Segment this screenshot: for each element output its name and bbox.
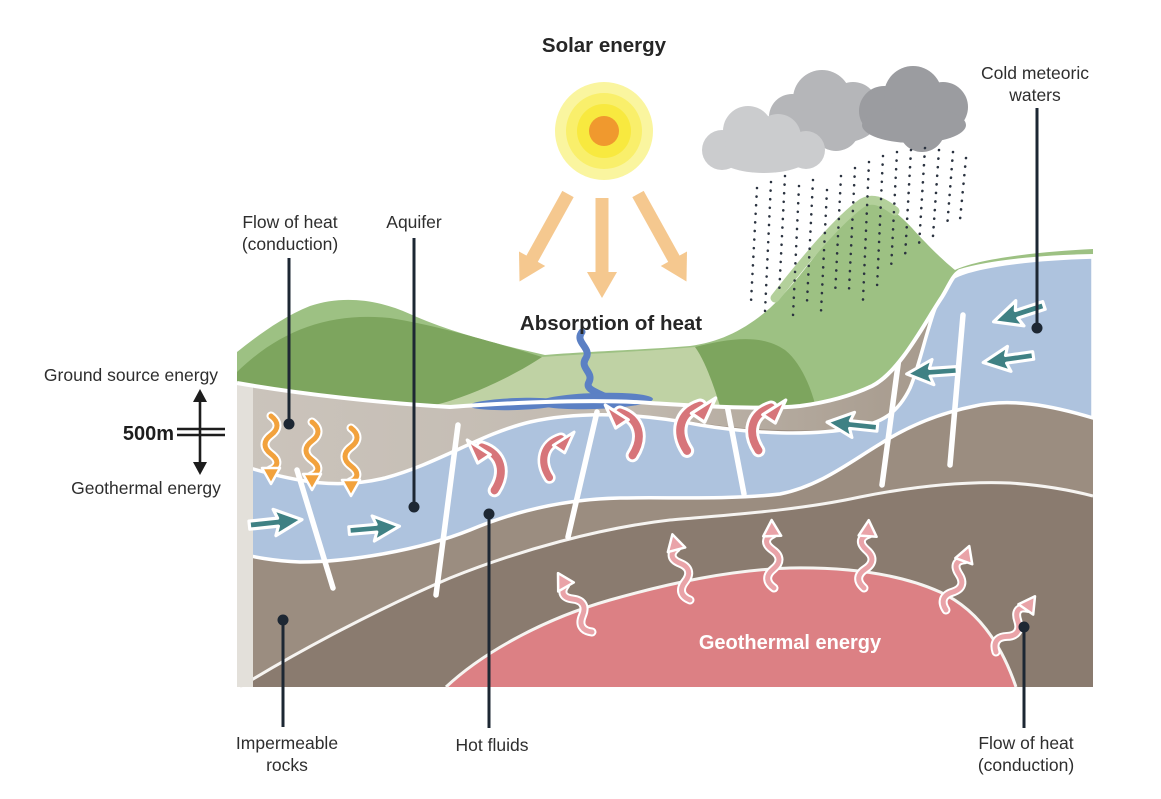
sun-ray-arrows [506, 187, 699, 298]
left-hill-slope [237, 316, 575, 406]
sun-ray-arrow-icon [587, 198, 617, 298]
label-hot-fluids: Hot fluids [456, 735, 529, 755]
label-ground-source-energy: Ground source energy [44, 365, 218, 385]
depth-scale-marker [177, 389, 225, 475]
surface-boundary-line [236, 254, 1094, 410]
label-flow-of-heat-top-1: Flow of heat [242, 212, 337, 232]
rain-dots-icon [749, 146, 968, 318]
label-aquifer: Aquifer [386, 212, 442, 232]
label-flow-of-heat-top-2: (conduction) [242, 234, 338, 254]
label-depth-500m: 500m [123, 423, 174, 445]
label-absorption-of-heat: Absorption of heat [520, 312, 702, 335]
label-impermeable-rocks-1: Impermeable [236, 733, 338, 753]
label-flow-of-heat-bottom-2: (conduction) [978, 755, 1074, 775]
label-cold-meteoric-waters-1: Cold meteoric [981, 63, 1089, 83]
valley-floor [430, 347, 720, 406]
magma-boundary-line [444, 566, 1018, 689]
leader-lines [277, 108, 1043, 728]
block-left-face [237, 378, 253, 687]
cross-section-block [235, 255, 1095, 689]
rain-cloud-icon [702, 66, 968, 173]
right-hill-shading [695, 339, 815, 406]
label-geothermal-energy-magma: Geothermal energy [699, 632, 882, 654]
sun-icon [555, 82, 653, 180]
label-geothermal-energy-left: Geothermal energy [71, 478, 221, 498]
label-impermeable-rocks-2: rocks [266, 755, 308, 775]
sun-ray-arrow-icon [625, 187, 700, 289]
label-solar-energy: Solar energy [542, 34, 667, 57]
right-hill-crest [770, 195, 900, 303]
fault-lines [294, 312, 966, 598]
label-flow-of-heat-bottom-1: Flow of heat [978, 733, 1073, 753]
basement-boundary-line [239, 481, 1094, 689]
magma-body [446, 567, 1016, 687]
sun-ray-arrow-icon [506, 187, 581, 289]
label-cold-meteoric-waters-2: waters [1008, 85, 1061, 105]
